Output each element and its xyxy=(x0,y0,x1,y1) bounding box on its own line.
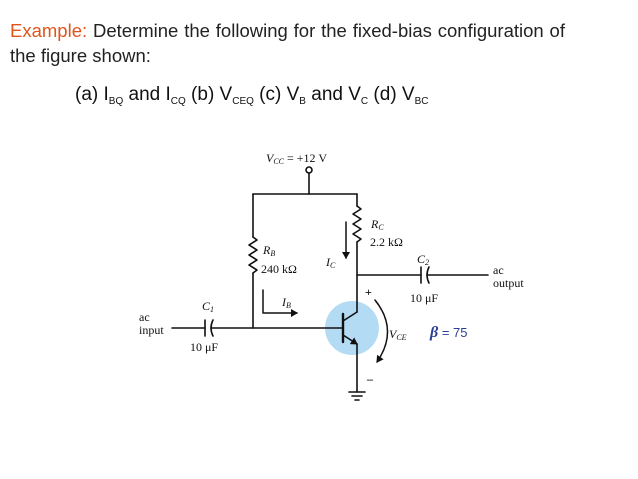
part-c-sub-b: B xyxy=(299,96,306,107)
ac-input-line2: input xyxy=(139,323,164,337)
part-b-text: (b) V xyxy=(185,84,233,105)
vce-minus: – xyxy=(366,372,374,386)
part-c-text: (c) V xyxy=(253,84,300,105)
part-a-and: and I xyxy=(123,84,171,105)
ic-label: IC xyxy=(325,255,336,270)
ac-output-line2: output xyxy=(493,276,524,290)
part-a: (a) IBQ and ICQ xyxy=(75,84,186,107)
vce-label: VCE xyxy=(389,327,407,342)
rc-label: RC xyxy=(370,217,384,232)
part-a-sub-bq: BQ xyxy=(108,96,124,107)
rb-resistor xyxy=(248,236,258,274)
c1-value: 10 μF xyxy=(190,340,218,354)
problem-text: Determine the following for the fixed-bi… xyxy=(10,20,565,66)
part-c: (c) VB and VC xyxy=(253,84,369,107)
transistor-emitter-lead xyxy=(342,334,358,345)
c1-label: C1 xyxy=(202,299,214,314)
question-parts: (a) IBQ and ICQ (b) VCEQ (c) VB and VC (… xyxy=(75,84,429,107)
part-a-text: (a) I xyxy=(75,84,109,105)
part-d-text: (d) V xyxy=(368,84,415,105)
ib-arrow xyxy=(262,289,298,317)
rc-value: 2.2 kΩ xyxy=(370,235,403,249)
rc-resistor xyxy=(352,205,362,243)
vce-arrow xyxy=(374,299,389,363)
beta-label: β = 75 xyxy=(429,324,467,341)
vcc-terminal xyxy=(305,166,313,174)
vcc-label: VCC = +12 V xyxy=(266,151,327,166)
example-label: Example: xyxy=(10,20,88,41)
ac-output-line1: ac xyxy=(493,263,504,277)
rb-label: RB xyxy=(262,243,275,258)
rb-value: 240 kΩ xyxy=(261,262,297,276)
part-d: (d) VBC xyxy=(368,84,429,107)
part-a-sub-cq: CQ xyxy=(170,96,186,107)
transistor-highlight xyxy=(325,301,379,355)
transistor-collector-lead xyxy=(342,311,358,322)
part-b-sub-ceq: CEQ xyxy=(232,96,254,107)
ib-label: IB xyxy=(281,295,291,310)
vce-plus: + xyxy=(365,285,372,299)
problem-statement: Example: Determine the following for the… xyxy=(10,18,565,68)
c2-value: 10 μF xyxy=(410,291,438,305)
part-b: (b) VCEQ xyxy=(185,84,254,107)
part-d-sub-bc: BC xyxy=(414,96,429,107)
ac-input-line1: ac xyxy=(139,310,150,324)
c2-label: C2 xyxy=(417,252,429,267)
part-c-sub-c: C xyxy=(360,96,369,107)
part-c-and: and V xyxy=(305,84,361,105)
